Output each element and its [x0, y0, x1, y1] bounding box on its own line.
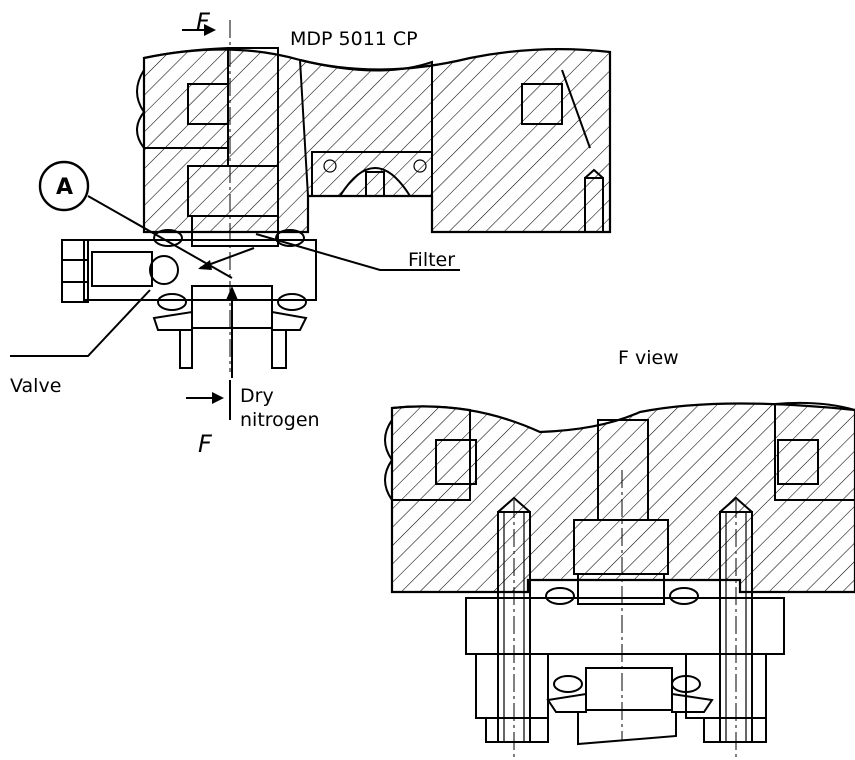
leader-a: [87, 195, 233, 279]
nut-right: [703, 717, 767, 743]
filter-label: Filter: [408, 249, 455, 271]
o-ring-2: [275, 229, 305, 247]
f-view-section: [384, 401, 855, 760]
connector-body: [83, 239, 317, 301]
model-label: MDP 5011 CP: [290, 28, 418, 50]
valve-ball: [149, 255, 179, 285]
pump-housing-f-view: [390, 402, 855, 594]
leader-valve: [10, 289, 151, 357]
top-section-view: [10, 20, 612, 420]
f-view-flange: [546, 692, 714, 713]
nut-left: [485, 717, 549, 743]
central-chamber: [298, 58, 433, 197]
f-view-upper-band-right: [774, 401, 855, 501]
section-label-top: F: [196, 8, 211, 36]
o-ring-1: [153, 229, 183, 247]
seal-groove-right: [521, 83, 563, 125]
valve-hex-nut: [61, 239, 89, 303]
detail-label: A: [56, 175, 73, 200]
nitrogen-label: nitrogen: [240, 409, 320, 431]
f-view-seal-left: [435, 439, 477, 485]
clamp-block-left: [475, 653, 549, 719]
filter-element: [191, 215, 279, 247]
valve-label: Valve: [10, 375, 61, 397]
f-view-upper-band-left: [391, 405, 471, 501]
f-view-label: F view: [618, 347, 679, 369]
f-view-o-ring-1: [545, 587, 575, 605]
small-bolt-top: [584, 177, 604, 233]
f-view-o-ring-2: [669, 587, 699, 605]
detail-callout-circle: [38, 160, 90, 212]
inlet-tube: [179, 329, 287, 369]
f-view-connector: [465, 597, 785, 655]
valve-spring: [91, 251, 153, 287]
f-view-seal-right: [777, 439, 819, 485]
f-view-nipple: [585, 667, 673, 711]
dry-label: Dry: [240, 385, 274, 407]
o-ring-4: [277, 293, 307, 311]
section-label-bottom: F: [198, 430, 213, 458]
f-view-o-ring-3: [553, 675, 583, 693]
f-view-filter: [577, 573, 665, 605]
leader-filter: [255, 233, 460, 271]
pump-housing-top: [142, 48, 612, 234]
o-ring-3: [157, 293, 187, 311]
